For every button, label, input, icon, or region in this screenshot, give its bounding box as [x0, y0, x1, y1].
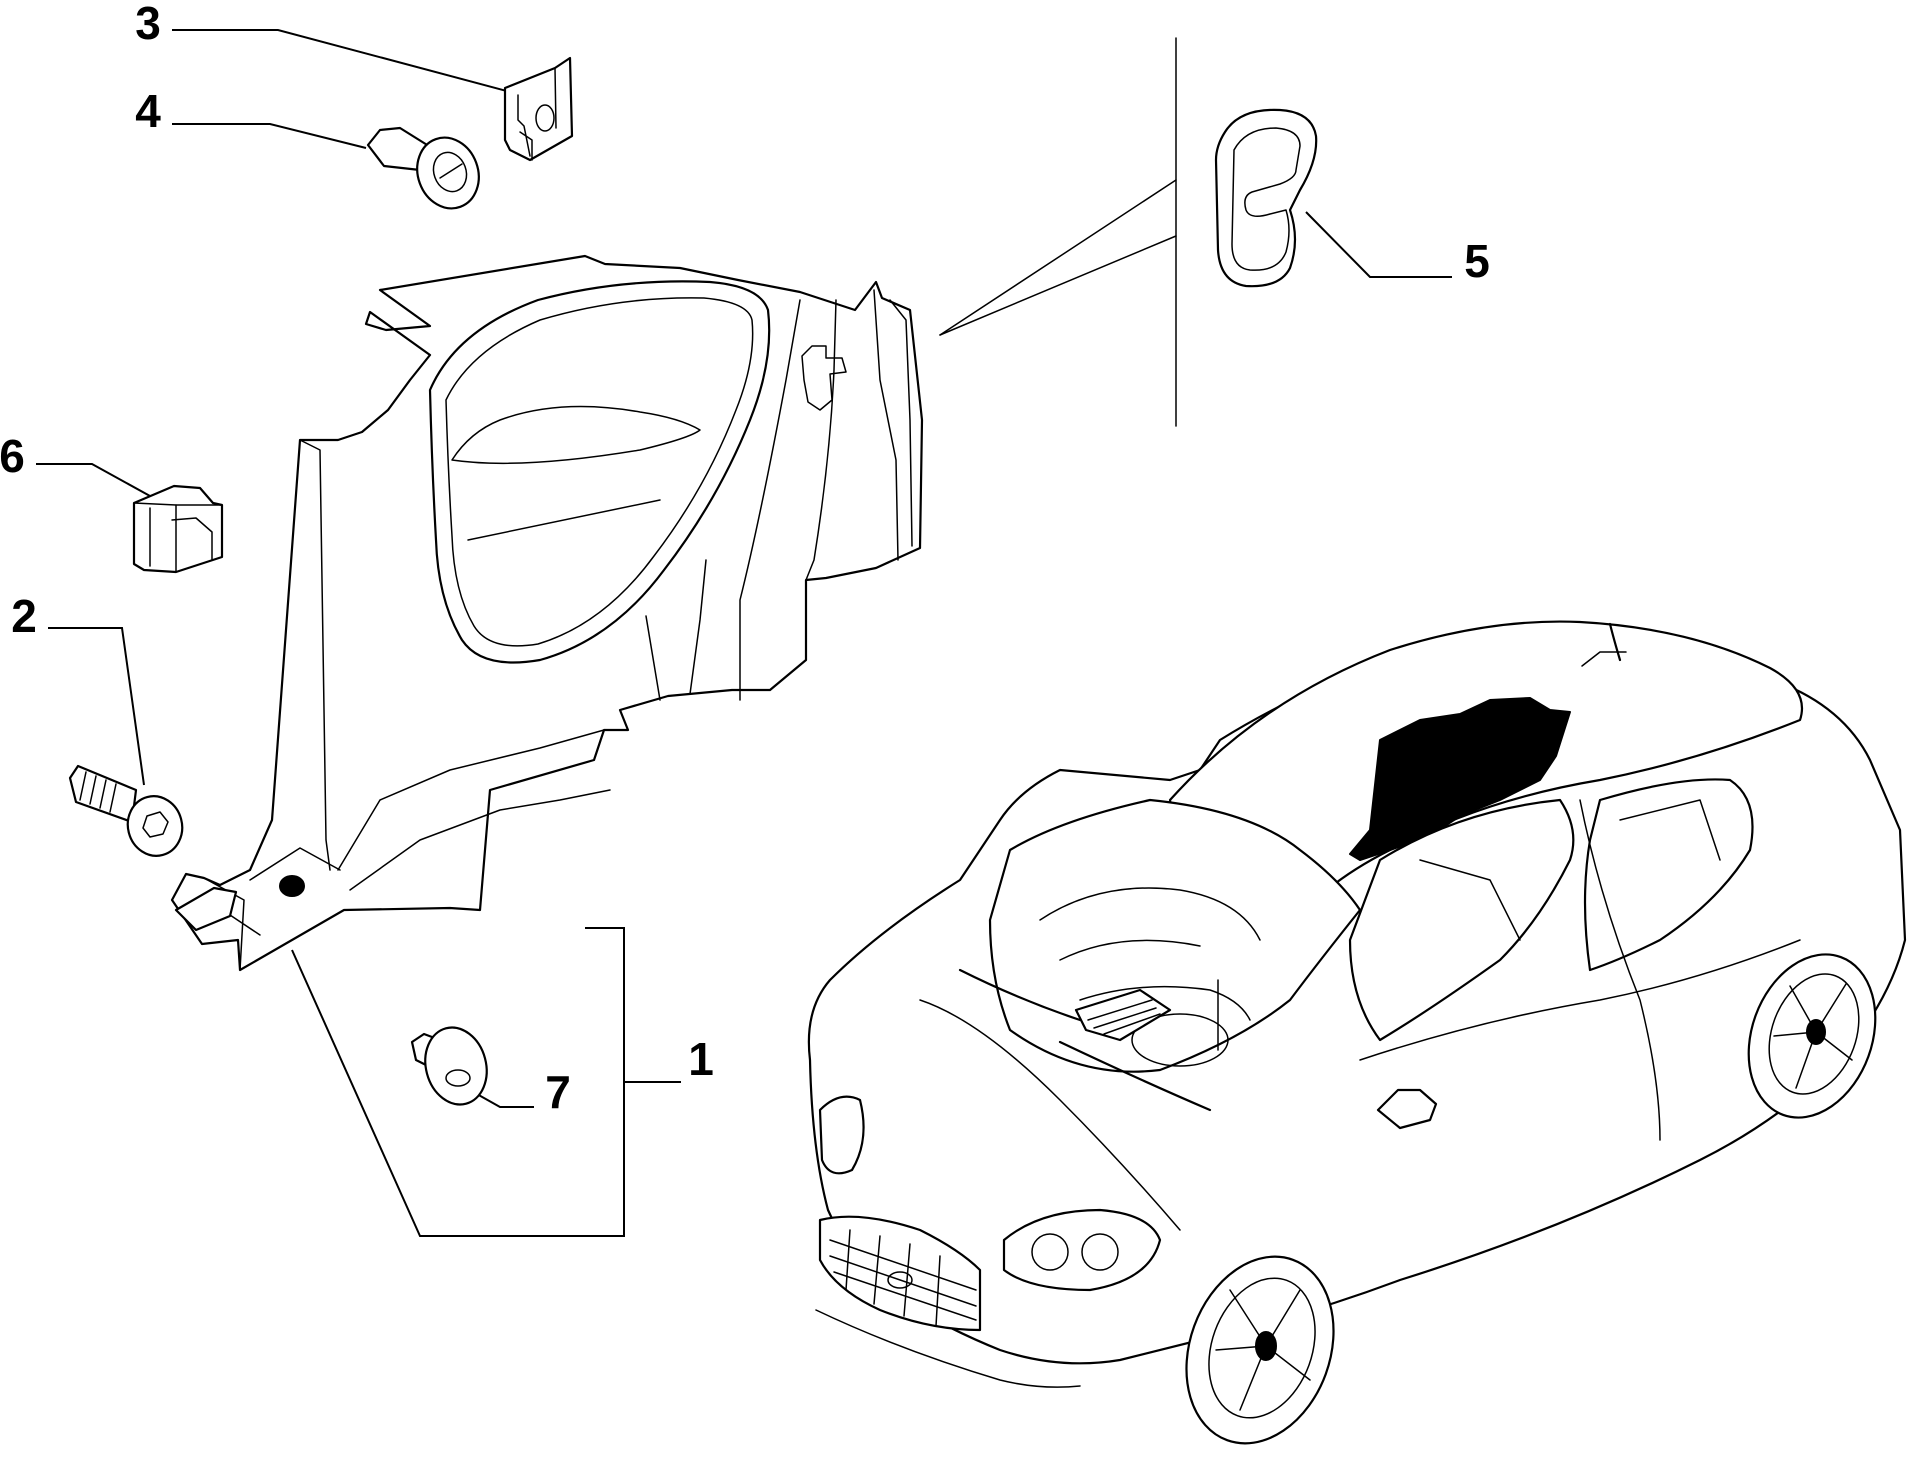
callout-2: 2 [11, 590, 37, 642]
view-line-a [939, 179, 1177, 336]
car-front-wheel [1185, 1255, 1335, 1445]
leader-lines [36, 29, 1452, 1237]
part-7-plug [410, 1026, 488, 1106]
panel-grommet [279, 875, 305, 897]
callout-3: 3 [135, 0, 161, 49]
part-4-push-fastener [366, 126, 480, 210]
car-overview [807, 620, 1907, 1445]
callout-5: 5 [1464, 235, 1490, 287]
callout-1: 1 [688, 1033, 714, 1085]
leader-4 [172, 123, 367, 149]
leader-3 [172, 29, 519, 95]
car-highlighted-panel [1349, 697, 1571, 861]
part-2-bolt [68, 764, 184, 857]
callout-6: 6 [0, 430, 25, 482]
part-1-trim-panel [170, 254, 924, 972]
callout-4: 4 [135, 85, 161, 137]
part-6-retainer [132, 484, 224, 574]
callout-7: 7 [545, 1066, 571, 1118]
leader-6 [36, 463, 151, 497]
part-3-clip-nut [503, 56, 574, 162]
leader-1-bracket [291, 927, 625, 1237]
leader-2 [48, 627, 145, 786]
leader-5 [1305, 211, 1452, 278]
car-rear-wheel [1747, 953, 1877, 1119]
view-line-b [939, 235, 1177, 336]
part-5-cover [1214, 108, 1318, 288]
callout-labels: 3 4 6 2 5 1 7 [0, 0, 1490, 1118]
